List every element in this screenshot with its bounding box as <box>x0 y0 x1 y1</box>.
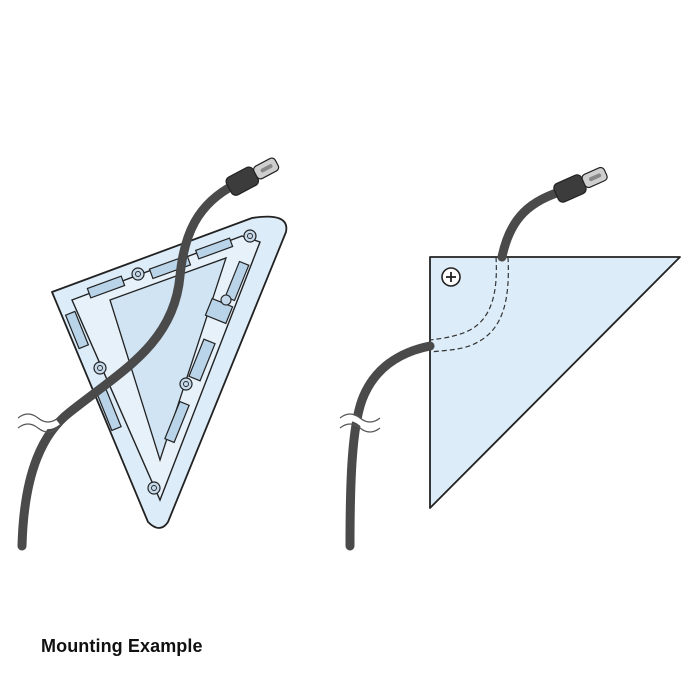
hidden-cable-path <box>429 256 509 353</box>
cable-break-mark <box>339 423 381 433</box>
cable-break-mark <box>17 413 59 423</box>
screw-icon <box>441 267 461 287</box>
usb-c-connector-icon <box>553 166 608 203</box>
triangle-panel <box>429 256 681 509</box>
cable-break-mark <box>339 413 381 423</box>
usb-c-connector-icon <box>225 157 280 196</box>
figure-caption: Mounting Example <box>41 636 203 656</box>
bracket-slot <box>64 310 90 350</box>
screw-hole <box>243 229 257 243</box>
bracket-back-figure <box>16 157 288 551</box>
panel-front-figure <box>338 166 681 551</box>
screw-hole <box>131 267 145 281</box>
screw-hole <box>220 294 232 306</box>
bracket-slot <box>86 275 126 299</box>
usb-cable <box>345 341 435 551</box>
bracket-slot <box>194 237 234 260</box>
hidden-cable-path <box>429 256 497 341</box>
bracket-inner-recess <box>109 256 228 463</box>
usb-cable <box>497 185 571 262</box>
cable-break-mark <box>17 423 59 433</box>
bracket-slot <box>164 400 190 444</box>
screw-hole <box>179 377 193 391</box>
usb-cable <box>17 179 241 551</box>
cable-break-mark <box>16 415 60 429</box>
screw-hole <box>147 481 161 495</box>
screw-hole <box>93 361 107 375</box>
bracket-slot <box>188 338 216 382</box>
cable-break-mark <box>338 415 382 429</box>
